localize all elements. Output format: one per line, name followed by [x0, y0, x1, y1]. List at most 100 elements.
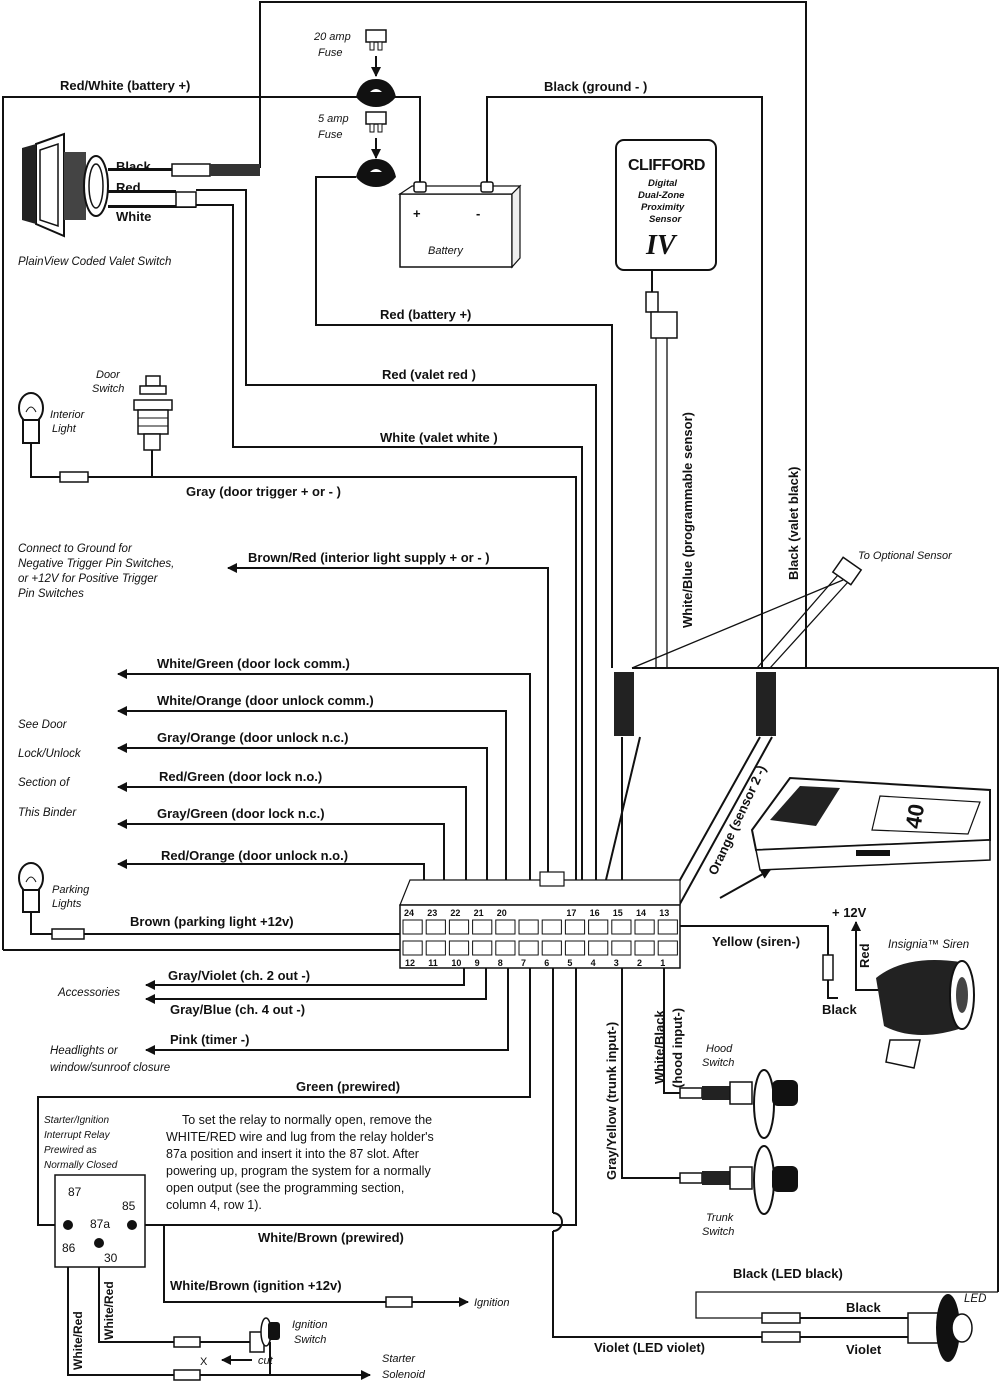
siren-red: Red: [857, 943, 872, 968]
module-arrow: [719, 869, 771, 899]
battery-plus: +: [413, 206, 421, 221]
fuse5-word: Fuse: [318, 129, 342, 141]
wire-black-led-loop: [632, 667, 999, 1292]
relay-label-2: Interrupt Relay: [44, 1130, 111, 1141]
valet-white: White: [116, 209, 151, 224]
sensor-branch-c: [769, 581, 849, 669]
pin-number-top: 24: [404, 908, 414, 918]
wire-white-red-2: [98, 1243, 174, 1343]
ground-note-1: Connect to Ground for: [18, 543, 133, 555]
relay-note-6: column 4, row 1).: [166, 1198, 262, 1212]
label-gray-yellow: Gray/Yellow (trunk input-): [604, 1022, 619, 1180]
pin-number-bottom: 2: [637, 958, 642, 968]
door-switch-label: Switch: [92, 383, 124, 395]
wire-fuse20-to-battery: [390, 96, 421, 186]
led-icon: [761, 1294, 973, 1362]
pin-number-bottom: 8: [498, 958, 503, 968]
sensor-model: IV: [645, 230, 678, 261]
label-red-white-battery: Red/White (battery +): [60, 78, 190, 93]
wire-parking-light: [30, 912, 52, 935]
wire-brown-parking: [84, 933, 441, 945]
sensor-line4: Sensor: [649, 214, 683, 225]
pin-number-top: 16: [590, 908, 600, 918]
main-connector-icon: [399, 871, 681, 969]
wire-door-switch: [88, 450, 153, 478]
label-black-valet: Black (valet black): [786, 467, 801, 580]
see-door-2: Lock/Unlock: [18, 748, 82, 760]
pin-number-bottom: 7: [521, 958, 526, 968]
pin-number-bottom: 10: [451, 958, 461, 968]
x-mark: X: [200, 1356, 208, 1368]
sensor-connector-right: [756, 672, 776, 736]
connector-cell-bottom: [564, 940, 586, 956]
connector-cell-top: [472, 919, 493, 935]
battery-minus: -: [476, 206, 480, 221]
sensor-line2: Dual-Zone: [638, 190, 685, 201]
connector-cell-top: [634, 919, 655, 935]
wire-white-valet: [196, 204, 583, 905]
starter-1: Starter: [382, 1353, 416, 1365]
connector-cell-bottom: [541, 940, 562, 956]
connector-cell-bottom: [657, 940, 678, 956]
label-black-ground: Black (ground - ): [544, 79, 647, 94]
connector-cell-top: [611, 919, 632, 935]
interior-light-icon: [18, 392, 44, 444]
label-brown-parking: Brown (parking light +12v): [130, 914, 294, 929]
led-label: LED: [964, 1293, 986, 1305]
headlights-1: Headlights or: [50, 1045, 119, 1057]
pin-number-bottom: 5: [567, 958, 572, 968]
ground-note-2: Negative Trigger Pin Switches,: [18, 558, 174, 570]
fuse20-label: 20 amp: [313, 31, 351, 43]
fuse-5amp-icon: [356, 111, 396, 187]
connector-cell-bottom: [588, 940, 609, 956]
siren-icon: [822, 954, 975, 1069]
label-violet-led: Violet (LED violet): [594, 1340, 705, 1355]
ignition-switch-icon: [173, 1296, 413, 1381]
wire-interior-light: [30, 443, 60, 478]
wire-siren-red: [855, 935, 880, 991]
see-door-1: See Door: [18, 719, 68, 731]
see-door-3: Section of: [18, 777, 71, 789]
label-white-brown-ign: White/Brown (ignition +12v): [170, 1278, 342, 1293]
sensor-line3: Proximity: [641, 202, 685, 213]
wire-gray-yellow: [621, 968, 680, 1179]
label-white-black: White/Black: [652, 1010, 667, 1084]
connector-cell-bottom: [425, 940, 446, 956]
pin-number-bottom: 1: [660, 958, 665, 968]
relay-icon: [54, 1174, 146, 1268]
label-gray-orange: Gray/Orange (door unlock n.c.): [157, 730, 348, 745]
label-gray-green: Gray/Green (door lock n.c.): [157, 806, 325, 821]
relay-note-3: 87a position and insert it into the 87 s…: [166, 1147, 419, 1161]
trunk-switch-2: Switch: [702, 1226, 734, 1238]
pin-number-bottom: 9: [475, 958, 480, 968]
ignition-switch-1: Ignition: [292, 1319, 327, 1331]
led-black: Black: [846, 1300, 881, 1315]
wire-black-ground: [486, 96, 763, 668]
pin-number-top: 23: [427, 908, 437, 918]
relay-86: 86: [62, 1241, 76, 1255]
door-connector: [59, 471, 89, 483]
parking-light-icon: [18, 862, 44, 913]
wire-white-brown-prewired: [132, 968, 577, 1226]
sensor-connector-left: [614, 672, 634, 736]
wire-black-led: [695, 1291, 998, 1319]
wire-gray-green: [117, 819, 445, 905]
wire-white-orange: [117, 706, 507, 905]
module-label: 40: [900, 802, 929, 830]
valet-switch-label: PlainView Coded Valet Switch: [18, 256, 171, 268]
connector-cell-top: [564, 919, 586, 935]
battery-label: Battery: [428, 245, 464, 257]
ignition-switch-2: Switch: [294, 1334, 326, 1346]
label-hood-input: (hood input-): [670, 1008, 685, 1088]
wire-gray-orange: [117, 743, 488, 905]
pin-number-bottom: 6: [544, 958, 549, 968]
accessories-label: Accessories: [57, 987, 120, 999]
label-red-battery: Red (battery +): [380, 307, 471, 322]
label-white-blue: White/Blue (programmable sensor): [680, 412, 695, 628]
label-red-valet: Red (valet red ): [382, 367, 476, 382]
label-gray-violet: Gray/Violet (ch. 2 out -): [168, 968, 310, 983]
led-violet: Violet: [846, 1342, 882, 1357]
wire-green: [37, 968, 531, 1226]
sensor-branch-b: [756, 574, 839, 669]
